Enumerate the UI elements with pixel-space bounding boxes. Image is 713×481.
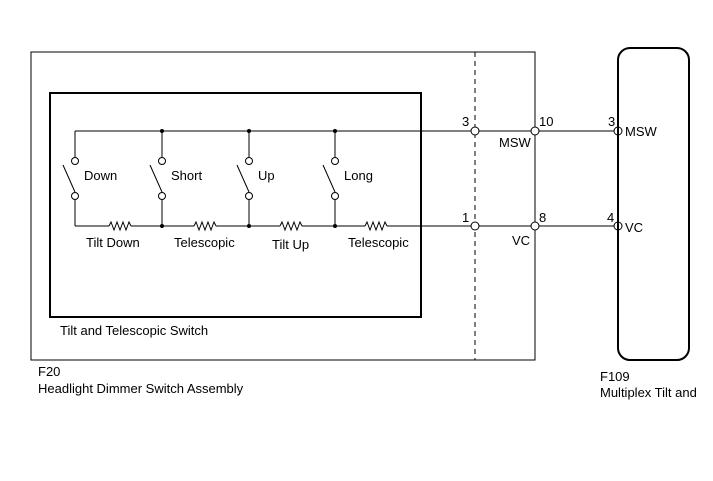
switch-label-short: Short bbox=[171, 168, 202, 183]
resistor-telescopic-2 bbox=[364, 220, 388, 232]
switch-label-up: Up bbox=[258, 168, 275, 183]
assembly-name: Headlight Dimmer Switch Assembly bbox=[38, 381, 244, 396]
resistor-label-tilt-down: Tilt Down bbox=[86, 235, 140, 250]
resistor-label-telescopic-2: Telescopic bbox=[348, 235, 409, 250]
pin-label-inner-top: 3 bbox=[462, 114, 469, 129]
resistor-telescopic-1 bbox=[193, 220, 217, 232]
resistor-tilt-up bbox=[279, 220, 303, 232]
resistor-label-tilt-up: Tilt Up bbox=[272, 237, 309, 252]
switch-label-long: Long bbox=[344, 168, 373, 183]
ecu-code: F109 bbox=[600, 369, 630, 384]
terminal-conn-10 bbox=[530, 126, 540, 136]
assembly-code: F20 bbox=[38, 364, 60, 379]
switch-box-label: Tilt and Telescopic Switch bbox=[60, 323, 208, 338]
pin-label-conn-top: 10 bbox=[539, 114, 553, 129]
signal-label-conn-vc: VC bbox=[512, 233, 530, 248]
ecu-box bbox=[617, 47, 690, 361]
switch-box bbox=[49, 92, 422, 318]
resistor-tilt-down bbox=[108, 220, 132, 232]
switch-label-down: Down bbox=[84, 168, 117, 183]
terminal-conn-8 bbox=[530, 221, 540, 231]
switch-long bbox=[322, 131, 339, 200]
assembly-box bbox=[30, 51, 536, 361]
signal-label-ecu-msw: MSW bbox=[625, 124, 658, 139]
pin-label-ecu-top: 3 bbox=[608, 114, 615, 129]
bottom-chain-wires bbox=[74, 198, 614, 227]
resistor-label-telescopic-1: Telescopic bbox=[174, 235, 235, 250]
terminal-inner-1 bbox=[470, 221, 480, 231]
pin-label-inner-bottom: 1 bbox=[462, 210, 469, 225]
terminal-inner-3 bbox=[470, 126, 480, 136]
switch-down bbox=[62, 131, 79, 200]
pin-label-conn-bottom: 8 bbox=[539, 210, 546, 225]
switch-up bbox=[236, 131, 253, 200]
ecu-name: Multiplex Tilt and bbox=[600, 385, 697, 400]
signal-label-ecu-vc: VC bbox=[625, 220, 643, 235]
pin-label-ecu-bottom: 4 bbox=[607, 210, 614, 225]
switch-short bbox=[149, 131, 166, 200]
signal-label-conn-msw: MSW bbox=[499, 135, 532, 150]
junction-dots bbox=[160, 129, 337, 228]
